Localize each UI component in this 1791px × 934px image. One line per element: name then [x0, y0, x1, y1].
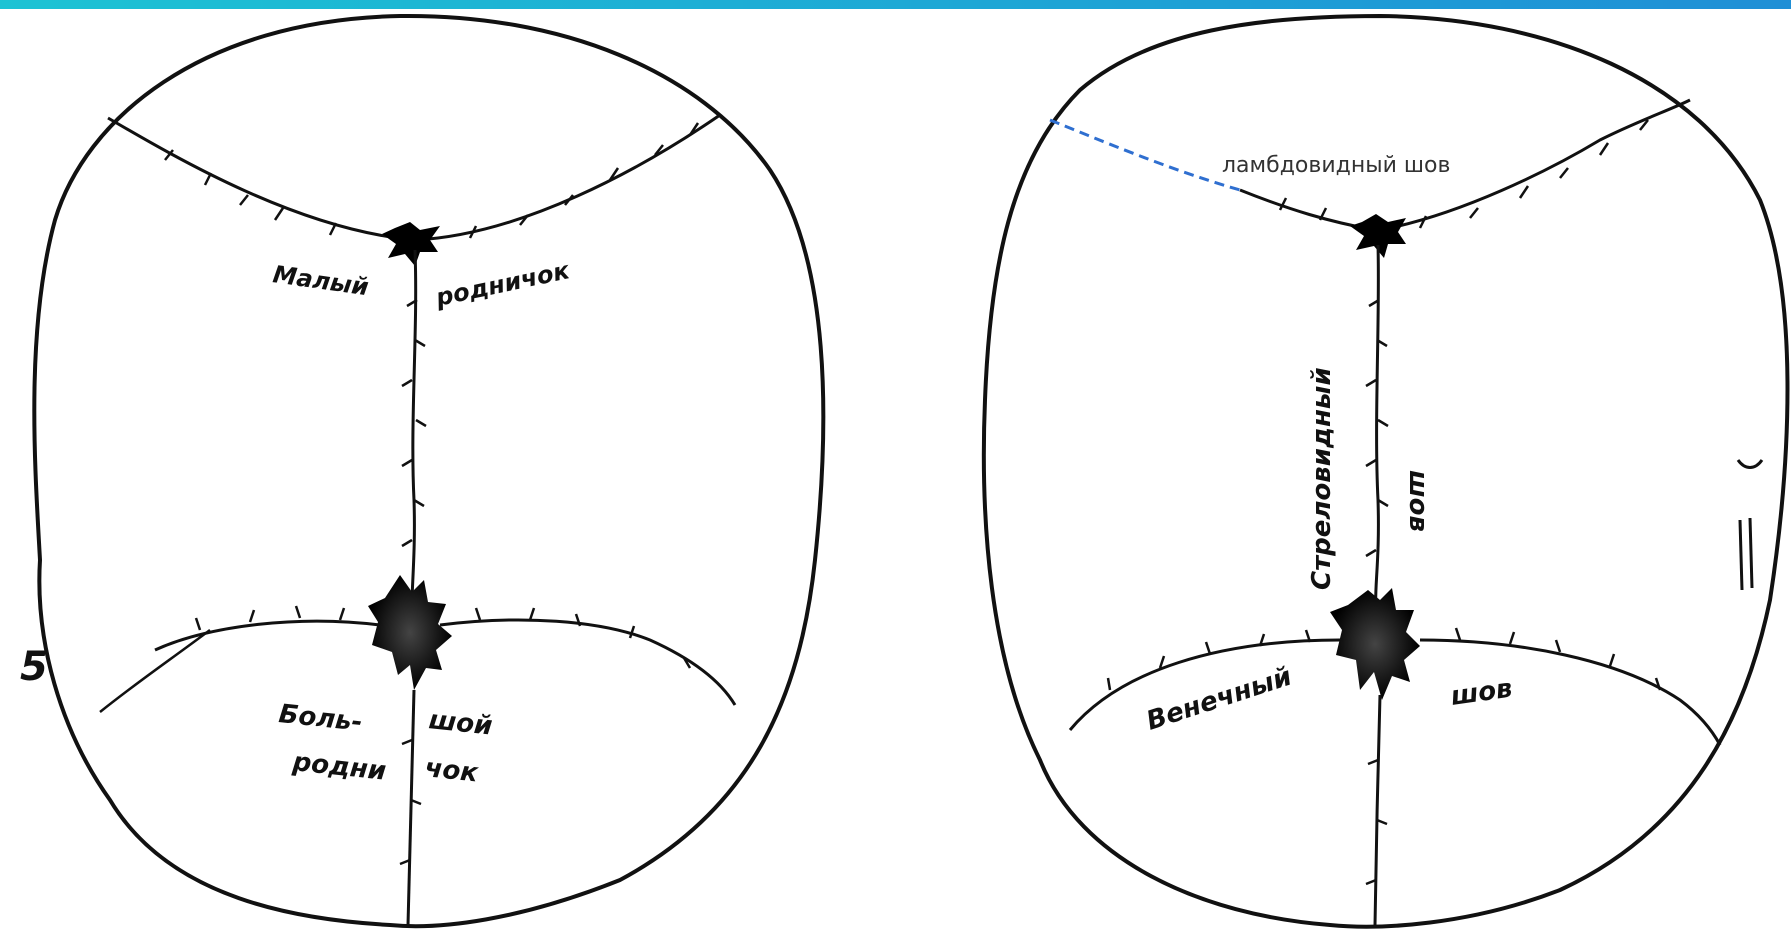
label-small-fontanel-1: Малый	[271, 260, 370, 301]
label-large-fontanel-3: родни	[290, 747, 387, 787]
right-skull: ламбдовидный шов Стреловидный шов Венечн…	[984, 16, 1788, 927]
label-small-fontanel-2: родничок	[432, 256, 572, 312]
left-frontal-suture	[408, 690, 414, 925]
label-large-fontanel-1: Боль-	[277, 699, 364, 738]
left-skull-outline	[34, 16, 823, 926]
label-sagittal-1: Стреловидный	[1307, 367, 1337, 590]
right-edge-marks	[1738, 460, 1762, 590]
left-lower-arc	[100, 630, 210, 712]
label-coronal-1: Венечный	[1143, 662, 1295, 737]
left-sagittal-suture	[412, 250, 416, 630]
left-small-fontanel	[382, 222, 440, 266]
right-frontal-suture	[1375, 695, 1380, 925]
left-lambdoid-suture	[108, 115, 720, 240]
left-large-fontanel	[368, 575, 452, 690]
label-lambdoid-suture: ламбдовидный шов	[1222, 153, 1450, 178]
right-large-fontanel	[1330, 588, 1420, 700]
label-sagittal-2: шов	[1403, 470, 1433, 532]
label-large-fontanel-4: чок	[423, 753, 481, 789]
label-side-mark: 5	[20, 644, 48, 690]
left-skull: Малый родничок Боль- шой родни чок 5	[20, 16, 823, 926]
label-large-fontanel-2: шой	[427, 705, 493, 741]
right-lambdoid-blue	[1050, 120, 1240, 190]
right-lambdoid-suture-left	[1240, 190, 1375, 230]
label-coronal-2: шов	[1449, 674, 1515, 712]
